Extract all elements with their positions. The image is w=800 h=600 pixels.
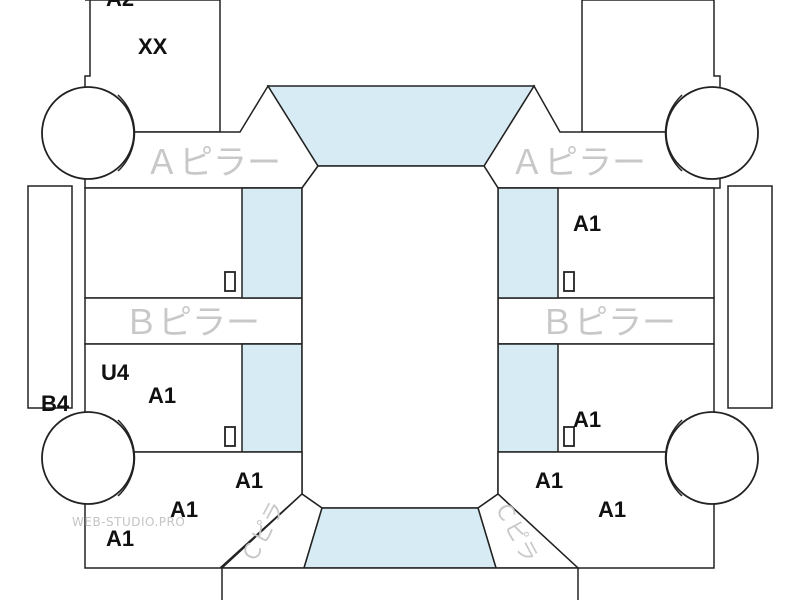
code-b4: B4 xyxy=(41,391,70,416)
b-pillar-left-label: Ｂピラー xyxy=(124,303,260,343)
code-a2: A2 xyxy=(106,0,134,11)
wheel-arch-rear-left xyxy=(117,419,136,497)
code-a1-left-door: A1 xyxy=(148,383,176,408)
trunk-panel xyxy=(221,567,579,600)
side-skirt-left xyxy=(27,185,73,409)
wheel-arch-front-right xyxy=(664,94,683,172)
a-pillar-right-label: Ａピラー xyxy=(510,143,646,183)
code-a1-right-rear: A1 xyxy=(573,407,601,432)
door-handle-rear-right xyxy=(563,426,575,447)
code-a1-rear-left-2: A1 xyxy=(170,497,198,522)
b-pillar-right-label: Ｂピラー xyxy=(540,303,676,343)
b-pillar-right-band xyxy=(497,297,715,345)
window-rear-left xyxy=(241,343,303,453)
code-a1-right-front: A1 xyxy=(573,211,601,236)
a-pillar-left-label: Ａピラー xyxy=(145,143,281,183)
wheel-arch-rear-right xyxy=(664,419,683,497)
rear-window xyxy=(302,507,498,569)
code-a1-rear-left-3: A1 xyxy=(106,526,134,551)
door-handle-front-right xyxy=(563,271,575,292)
code-a1-rear-left-1: A1 xyxy=(235,468,263,493)
door-handle-front-left xyxy=(224,271,236,292)
code-u4: U4 xyxy=(101,360,130,385)
wheel-rear-left xyxy=(41,411,135,505)
side-skirt-right xyxy=(727,185,773,409)
window-front-left xyxy=(241,187,303,299)
code-xx: XX xyxy=(138,34,168,59)
wheel-rear-right xyxy=(665,411,759,505)
wheel-front-left xyxy=(41,86,135,180)
code-a1-rear-right-2: A1 xyxy=(598,497,626,522)
roof xyxy=(301,165,499,509)
window-front-right xyxy=(497,187,559,299)
wheel-arch-front-left xyxy=(117,94,136,172)
code-a1-rear-right-1: A1 xyxy=(535,468,563,493)
door-handle-rear-left xyxy=(224,426,236,447)
window-rear-right xyxy=(497,343,559,453)
watermark: WEB-STUDIO.PRO xyxy=(72,515,185,529)
wheel-front-right xyxy=(665,86,759,180)
